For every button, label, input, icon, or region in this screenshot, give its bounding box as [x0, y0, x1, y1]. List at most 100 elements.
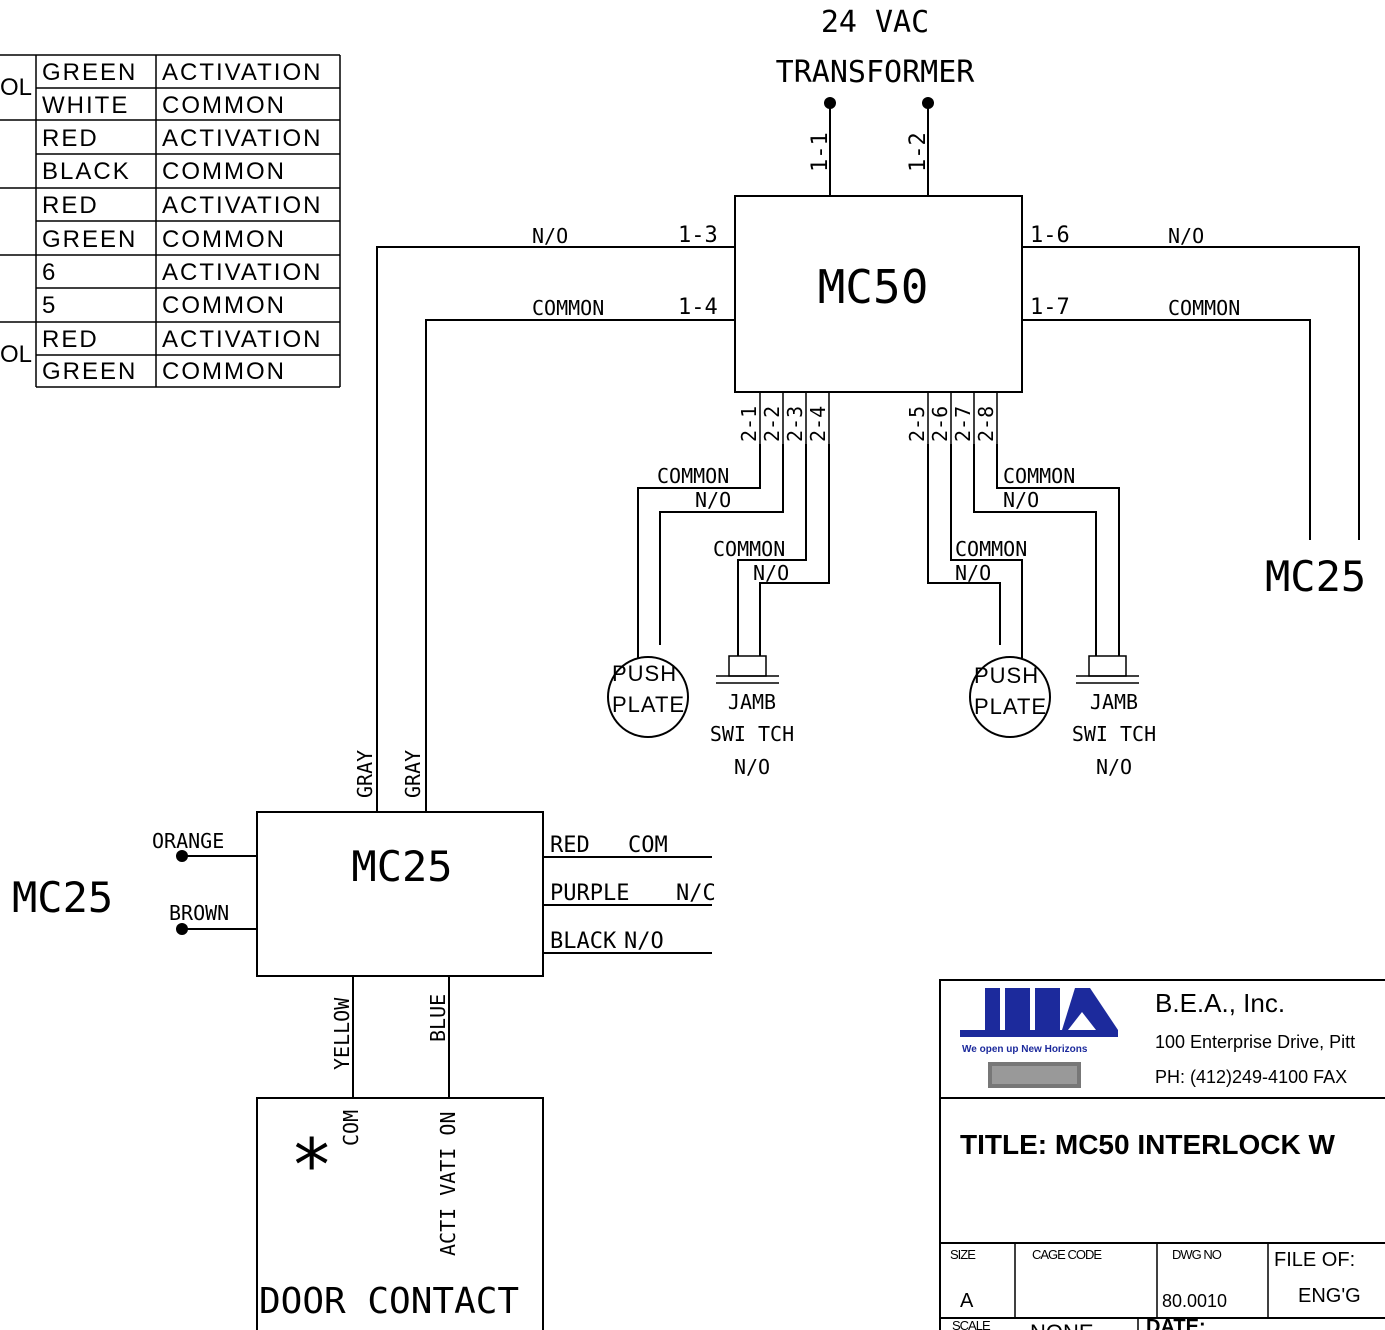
- date-label: DATE:: [1146, 1316, 1206, 1330]
- push-plate-label: PLATE: [974, 694, 1047, 719]
- output-color: RED: [550, 833, 590, 858]
- output-term: N/C: [676, 881, 716, 906]
- jamb-switch-label: SWI TCH: [710, 722, 794, 746]
- wire-label-common: COMMON: [532, 296, 604, 320]
- table-cell-color: GREEN: [42, 358, 137, 385]
- table-cell-function: ACTIVATION: [162, 59, 322, 86]
- mc50-bottom-left-terminals: 2-1 2-2 2-3 2-4: [737, 392, 830, 444]
- size-label: SIZE: [950, 1247, 976, 1262]
- mc25-label: MC25: [351, 842, 452, 891]
- bea-logo: We open up New Horizons: [960, 988, 1118, 1088]
- output-color: BLACK: [550, 929, 617, 954]
- terminal-label: 2-8: [974, 406, 998, 442]
- mc25-side-label: MC25: [12, 873, 113, 922]
- door-contact-label: DOOR CONTACT: [259, 1281, 519, 1322]
- terminal-label: 2-5: [905, 406, 929, 442]
- mc25-right-label: MC25: [1265, 552, 1366, 601]
- table-cell-function: COMMON: [162, 92, 286, 119]
- company-name: B.E.A., Inc.: [1155, 988, 1285, 1018]
- wire-label-n-o: N/O: [532, 224, 568, 248]
- jamb-switch-right: JAMB SWI TCH N/O: [1072, 655, 1156, 779]
- table-cell-function: ACTIVATION: [162, 326, 322, 353]
- table-cell-color: 6: [42, 259, 57, 286]
- terminal-label: 2-4: [806, 406, 830, 442]
- terminal-label: 2-7: [951, 406, 975, 442]
- wire-label-blue: BLUE: [426, 994, 450, 1042]
- jamb-switch-label: JAMB: [728, 690, 776, 714]
- pin-label: 1-1: [808, 132, 833, 172]
- wire-label-n-o: N/O: [753, 561, 789, 585]
- transformer: 24 VAC TRANSFORMER 1-1 1-2: [776, 5, 976, 196]
- terminal-label: 2-6: [928, 406, 952, 442]
- table-cell-color: WHITE: [42, 92, 129, 119]
- wire-label-common: COMMON: [955, 537, 1027, 561]
- terminal-label: 2-1: [737, 406, 761, 442]
- size-value: A: [960, 1290, 974, 1312]
- jamb-switch-label: N/O: [1096, 755, 1132, 779]
- output-term: N/O: [624, 929, 664, 954]
- table-cell-color: RED: [42, 125, 99, 152]
- jamb-switch-left: JAMB SWI TCH N/O: [710, 655, 794, 779]
- engg-label: ENG'G: [1298, 1285, 1361, 1307]
- title-block: We open up New Horizons B.E.A., Inc. 100…: [939, 979, 1385, 1330]
- table-side-label: OL: [0, 74, 32, 101]
- jamb-switch-label: N/O: [734, 755, 770, 779]
- door-contact-activation: ACTI VATI ON: [436, 1112, 460, 1257]
- push-plate-label: PLATE: [612, 692, 685, 717]
- table-cell-color: 5: [42, 292, 57, 319]
- terminal-label: 1-4: [678, 295, 718, 320]
- wire-label-n-o: N/O: [695, 488, 731, 512]
- wire-label-common: COMMON: [713, 537, 785, 561]
- file-of-label: FILE OF:: [1274, 1249, 1355, 1271]
- wire-label-common: COMMON: [657, 464, 729, 488]
- push-plate-label: PUSH: [612, 661, 677, 686]
- company-address: 100 Enterprise Drive, Pitt: [1155, 1032, 1355, 1052]
- wire-label-common: COMMON: [1168, 296, 1240, 320]
- logo-slogan: We open up New Horizons: [962, 1044, 1088, 1055]
- door-contact: COM ACTI VATI ON * DOOR CONTACT: [256, 1097, 544, 1330]
- table-cell-color: GREEN: [42, 59, 137, 86]
- wire-color-table: OL OL GREEN ACTIVATION WHITE COMMON RED …: [0, 54, 341, 388]
- pin-label: 1-2: [906, 132, 931, 172]
- table-side-label: OL: [0, 341, 32, 368]
- wire-label-orange: ORANGE: [152, 829, 224, 853]
- mc50-label: MC50: [818, 260, 929, 314]
- dwg-no-value: 80.0010: [1162, 1291, 1227, 1311]
- terminal-label: 2-2: [760, 406, 784, 442]
- dwg-no-label: DWG NO: [1172, 1247, 1222, 1262]
- wire-label-gray: GRAY: [353, 750, 377, 798]
- terminal-label: 1-6: [1030, 223, 1070, 248]
- wire-label-n-o: N/O: [1168, 224, 1204, 248]
- door-contact-asterisk: *: [290, 1123, 333, 1207]
- table-cell-color: RED: [42, 326, 99, 353]
- transformer-voltage: 24 VAC: [821, 5, 929, 40]
- wire-label-n-o: N/O: [1003, 488, 1039, 512]
- table-cell-function: COMMON: [162, 292, 286, 319]
- terminal-label: 2-3: [783, 406, 807, 442]
- table-cell-color: BLACK: [42, 158, 131, 185]
- push-plate-left: PUSH PLATE: [607, 656, 689, 738]
- table-cell-function: COMMON: [162, 226, 286, 253]
- table-cell-function: ACTIVATION: [162, 125, 322, 152]
- mc50-bottom-right-terminals: 2-5 2-6 2-7 2-8: [905, 392, 998, 444]
- jamb-switch-label: SWI TCH: [1072, 722, 1156, 746]
- door-contact-com: COM: [339, 1110, 363, 1146]
- table-cell-color: GREEN: [42, 226, 137, 253]
- scale-label: SCALE: [952, 1318, 991, 1330]
- jamb-switch-label: JAMB: [1090, 690, 1138, 714]
- transformer-label: TRANSFORMER: [776, 55, 976, 90]
- push-plate-label: PUSH: [974, 663, 1039, 688]
- table-cell-function: COMMON: [162, 158, 286, 185]
- terminal-label: 1-3: [678, 223, 718, 248]
- drawing-title: TITLE: MC50 INTERLOCK W: [960, 1129, 1335, 1160]
- wire-label-n-o: N/O: [955, 561, 991, 585]
- table-cell-function: COMMON: [162, 358, 286, 385]
- table-cell-color: RED: [42, 192, 99, 219]
- mc25-module: [256, 811, 544, 977]
- wire-label-common: COMMON: [1003, 464, 1075, 488]
- company-phone: PH: (412)249-4100 FAX: [1155, 1067, 1347, 1087]
- table-cell-function: ACTIVATION: [162, 259, 322, 286]
- output-term: COM: [628, 833, 668, 858]
- wire-label-brown: BROWN: [169, 901, 229, 925]
